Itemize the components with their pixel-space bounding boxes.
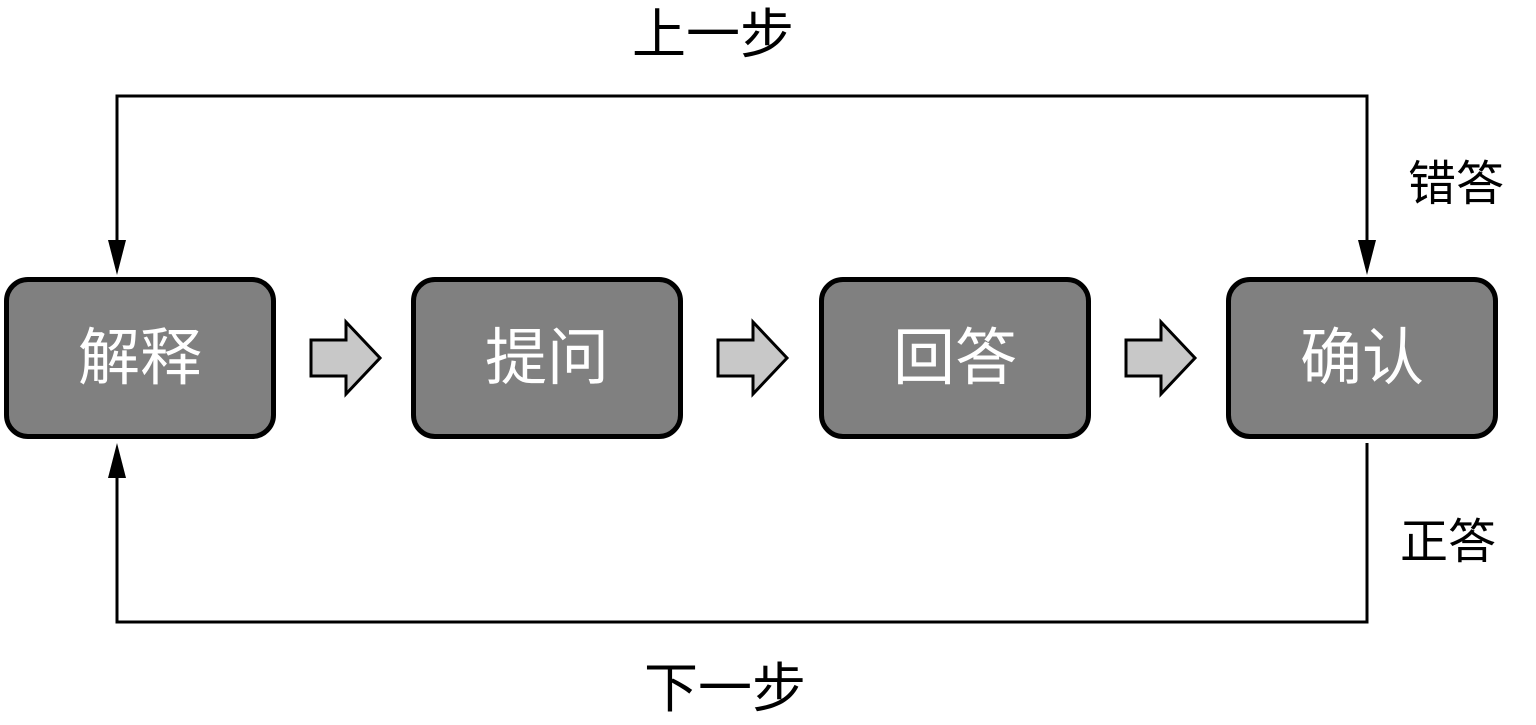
bottom-loop-connector bbox=[115, 443, 1369, 624]
wrong-answer-label: 错答 bbox=[1408, 156, 1505, 212]
step-box-confirm: 确认 bbox=[1226, 277, 1498, 439]
top-loop-arrowhead-left bbox=[108, 240, 126, 275]
step-arrow-3 bbox=[1124, 318, 1198, 398]
step-box-explain: 解释 bbox=[4, 277, 276, 439]
step-box-answer: 回答 bbox=[819, 277, 1091, 439]
top-loop-connector bbox=[115, 94, 1369, 248]
bottom-loop-label: 下一步 bbox=[644, 657, 806, 720]
bottom-loop-arrowhead bbox=[108, 443, 126, 478]
top-loop-arrowhead-right bbox=[1358, 240, 1376, 275]
right-answer-label: 正答 bbox=[1400, 514, 1497, 570]
step-box-ask: 提问 bbox=[411, 277, 683, 439]
step-arrow-1 bbox=[309, 318, 383, 398]
step-arrow-2 bbox=[716, 318, 790, 398]
top-loop-label: 上一步 bbox=[632, 3, 794, 66]
